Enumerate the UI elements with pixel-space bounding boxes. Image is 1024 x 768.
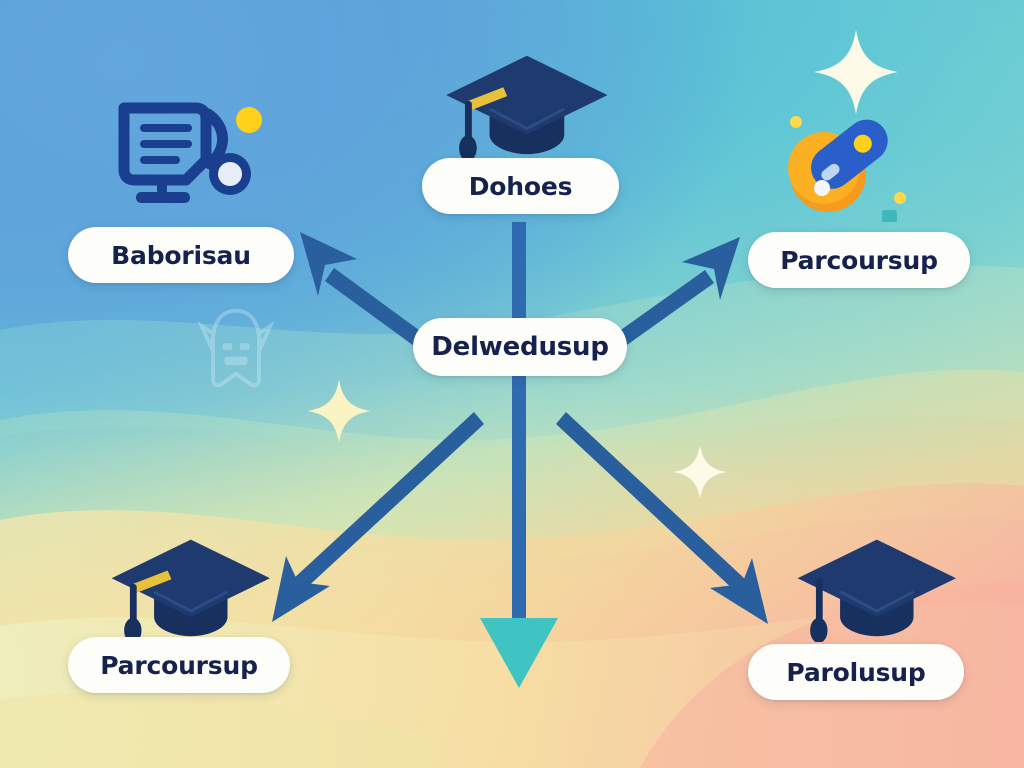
node-delwedusup-center[interactable]: Delwedusup [413, 318, 627, 376]
node-parcoursup-bottom-left[interactable]: Parcoursup [68, 637, 290, 693]
node-label: Parolusup [786, 657, 926, 687]
node-label: Parcoursup [100, 650, 258, 680]
node-label: Delwedusup [431, 332, 609, 362]
node-parolusup-bottom-right[interactable]: Parolusup [748, 644, 964, 700]
node-label: Parcoursup [780, 245, 938, 275]
node-parcoursup-top-right[interactable]: Parcoursup [748, 232, 970, 288]
node-dohoes[interactable]: Dohoes [422, 158, 619, 214]
node-label: Baborisau [111, 240, 251, 270]
node-label: Dohoes [468, 171, 573, 201]
node-baborisau[interactable]: Baborisau [68, 227, 294, 283]
